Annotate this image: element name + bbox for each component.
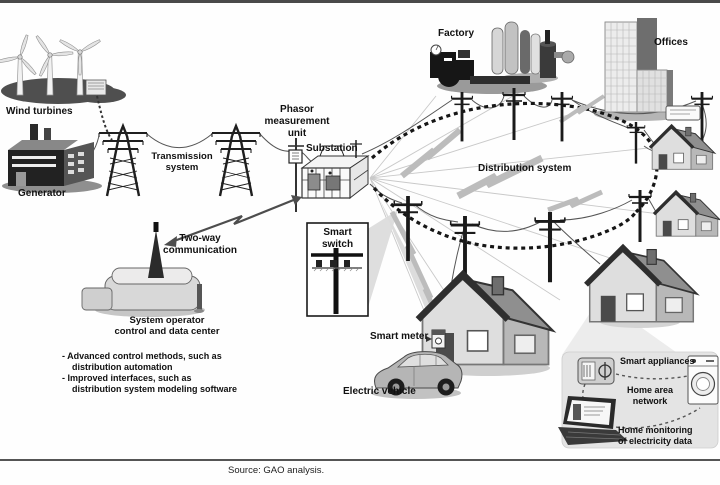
control-center-illustration — [81, 267, 204, 313]
pmu-label-line2: measurement — [264, 115, 330, 127]
substation-illustration — [300, 140, 370, 200]
home-area-network-label: Home area network — [622, 385, 678, 406]
smart-switch-callout — [306, 222, 369, 317]
washing-machine-icon — [687, 355, 719, 405]
smart-switch-pole-icon — [311, 248, 363, 314]
source-note: Source: GAO analysis. — [228, 465, 325, 476]
wind-comm-link — [96, 95, 113, 141]
smart-switch-label-line2: switch — [321, 238, 354, 250]
control-center-label-line1: System operator — [129, 315, 205, 326]
smart-switch-callout-wedge — [366, 210, 398, 314]
factory-label: Factory — [438, 28, 475, 39]
han-label-line1: Home area — [626, 385, 674, 395]
factory-illustration — [430, 21, 575, 87]
signal-bolts — [389, 94, 606, 326]
note-bullet-1-cont: distribution automation — [72, 362, 173, 372]
footer-divider — [0, 459, 720, 461]
house-icon — [652, 190, 720, 238]
wind-turbines-illustration — [0, 22, 111, 96]
note-bullet-2-cont: distribution system modeling software — [72, 384, 238, 394]
generator-illustration — [8, 124, 94, 186]
transmission-system-label: Transmission system — [140, 151, 224, 173]
offices-illustration — [604, 18, 701, 121]
substation-label: Substation — [306, 143, 358, 154]
transmission-label-line1: Transmission — [151, 151, 213, 162]
distribution-system-label: Distribution system — [478, 163, 572, 174]
generator-label: Generator — [18, 188, 66, 199]
two-way-label-line1: Two-way — [179, 233, 221, 244]
thermostat-icon — [577, 357, 615, 385]
two-way-label-line2: communication — [163, 244, 237, 256]
smart-switch-label-line1: Smart — [323, 227, 352, 238]
home-monitoring-label-line1: Home monitoring — [618, 425, 693, 435]
pmu-label-line1: Phasor — [280, 104, 314, 115]
han-label-line2: network — [632, 395, 668, 406]
smart-appliances-label: Smart appliances — [620, 356, 695, 366]
two-way-communication-label: Two-way communication — [158, 233, 242, 257]
electric-vehicle-label: Electric vehicle — [343, 386, 416, 397]
offices-label: Offices — [654, 37, 688, 48]
smart-switch-label: Smart switch — [307, 227, 368, 251]
control-center-label: System operator control and data center — [105, 315, 229, 337]
two-way-arrow — [164, 195, 302, 247]
communication-ring — [370, 101, 659, 250]
electric-vehicle-illustration — [374, 351, 463, 396]
top-border — [0, 0, 720, 3]
control-center-label-line2: control and data center — [114, 326, 220, 338]
home-monitoring-label: Home monitoring of electricity data — [618, 425, 693, 446]
laptop-icon — [558, 396, 628, 445]
home-monitoring-label-line2: of electricity data — [618, 435, 693, 446]
smart-meter-icon — [431, 329, 446, 349]
pmu-label: Phasor measurement unit — [260, 104, 334, 139]
smart-meter-label: Smart meter — [370, 331, 429, 342]
pmu-label-line3: unit — [287, 127, 307, 139]
note-bullet-2: - Improved interfaces, such as — [62, 373, 192, 383]
wind-turbines-label: Wind turbines — [6, 106, 73, 117]
power-lines — [77, 95, 707, 287]
house-icon — [586, 248, 697, 322]
antenna-icon — [148, 222, 164, 278]
note-bullet-1: - Advanced control methods, such as — [62, 351, 222, 361]
smart-home-house-icon — [418, 275, 553, 365]
transmission-label-line2: system — [165, 162, 199, 174]
smart-meter-pointer — [426, 336, 432, 342]
